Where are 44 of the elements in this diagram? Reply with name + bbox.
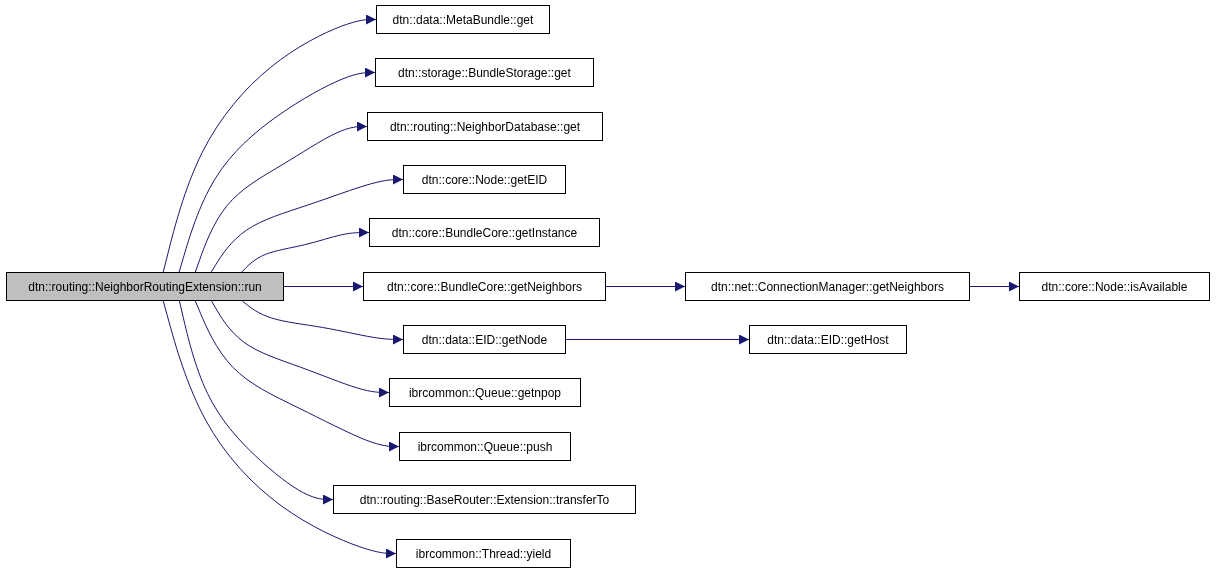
call-arrow	[241, 300, 404, 345]
call-arrow	[178, 67, 376, 273]
call-arrow	[178, 300, 334, 505]
function-box	[399, 432, 571, 461]
function-name: dtn::core::Node::isAvailable	[1041, 279, 1188, 294]
call-arrow	[211, 300, 390, 398]
call-arrow	[210, 174, 404, 273]
call-arrow	[162, 300, 397, 559]
current-function-box	[6, 272, 284, 301]
function-box	[363, 272, 606, 301]
function-box	[403, 165, 566, 194]
function-box	[749, 325, 907, 354]
function-name: dtn::data::MetaBundle::get	[392, 12, 534, 27]
function-name: dtn::core::BundleCore::getInstance	[391, 225, 578, 240]
function-name: dtn::storage::BundleStorage::get	[398, 65, 571, 80]
function-name: dtn::core::BundleCore::getNeighbors	[387, 279, 582, 294]
function-box	[376, 5, 550, 34]
function-name: dtn::data::EID::getHost	[767, 332, 889, 347]
function-box	[333, 485, 636, 514]
function-box	[685, 272, 970, 301]
function-name: dtn::routing::NeighborDatabase::get	[389, 119, 581, 134]
function-name: dtn::routing::NeighborRoutingExtension::run	[28, 279, 262, 294]
call-arrow	[194, 300, 400, 452]
function-box	[396, 539, 571, 568]
function-name: ibrcommon::Queue::getnpop	[408, 385, 562, 400]
function-name: ibrcommon::Thread::yield	[415, 546, 552, 561]
call-arrow	[605, 281, 686, 292]
call-arrow	[283, 281, 364, 292]
function-box	[389, 378, 581, 407]
function-name: dtn::routing::BaseRouter::Extension::transferTo	[359, 492, 610, 507]
call-arrow	[565, 334, 750, 345]
call-arrow	[162, 14, 377, 273]
function-name: dtn::net::ConnectionManager::getNeighbors	[711, 279, 944, 294]
function-name: ibrcommon::Queue::push	[417, 439, 553, 454]
function-box	[403, 325, 566, 354]
function-name: dtn::core::Node::getEID	[421, 172, 548, 187]
call-arrow	[241, 227, 370, 273]
function-box	[375, 58, 594, 87]
call-arrow	[969, 281, 1020, 292]
function-box	[369, 218, 600, 247]
call-arrow	[194, 121, 368, 273]
function-name: dtn::data::EID::getNode	[421, 332, 548, 347]
function-box	[367, 112, 603, 141]
function-box	[1019, 272, 1210, 301]
